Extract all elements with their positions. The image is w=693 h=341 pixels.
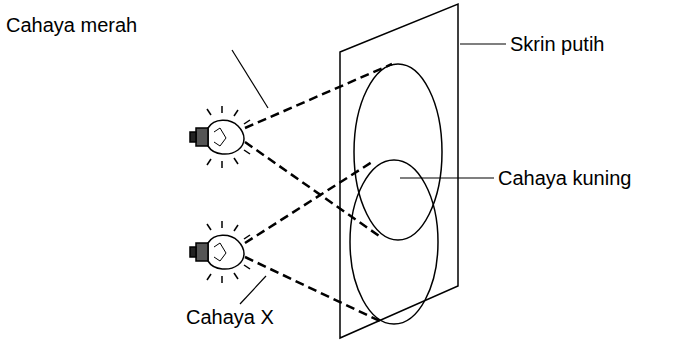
light-label: Cahaya X [186,306,274,328]
screen-label: Skrin putih [510,33,605,55]
light-rays [245,64,392,322]
x-light-patch [350,160,438,324]
light-label: Cahaya merah [6,14,137,36]
leader-lines [232,44,506,304]
bulb-top [190,106,250,168]
red-light-patch [354,64,442,240]
bulb-bottom [190,221,250,283]
light-label: Cahaya kuning [498,167,631,189]
